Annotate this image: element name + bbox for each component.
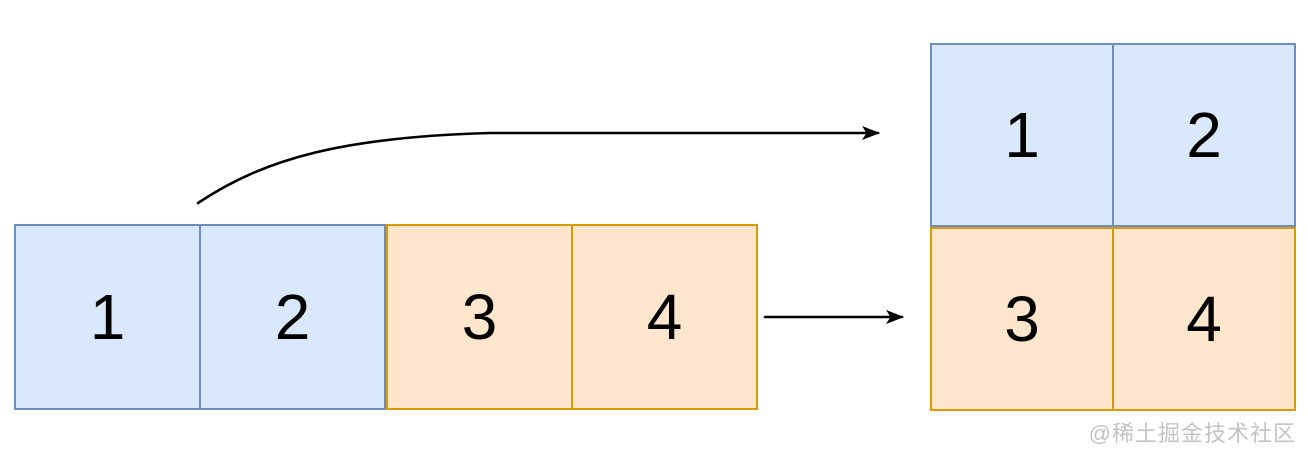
target-matrix-grid: 1 2 3 4 xyxy=(930,43,1296,411)
target-cell-3-label: 3 xyxy=(1004,283,1040,355)
target-grid-row-bottom: 3 4 xyxy=(930,227,1296,411)
watermark: @稀土掘金技术社区 xyxy=(1088,421,1296,446)
target-cell-3: 3 xyxy=(930,227,1114,411)
source-cell-2-label: 2 xyxy=(274,281,311,353)
source-cell-3-label: 3 xyxy=(461,281,498,353)
source-cell-1: 1 xyxy=(14,224,201,410)
target-cell-4: 4 xyxy=(1112,227,1296,411)
source-cell-3: 3 xyxy=(386,224,573,410)
source-cell-2: 2 xyxy=(199,224,386,410)
source-array-row: 1 2 3 4 xyxy=(14,224,758,410)
target-cell-1: 1 xyxy=(930,43,1114,227)
target-grid-row-top: 1 2 xyxy=(930,43,1296,227)
target-cell-4-label: 4 xyxy=(1186,283,1222,355)
source-cell-4: 4 xyxy=(571,224,758,410)
source-cell-4-label: 4 xyxy=(646,281,683,353)
target-cell-1-label: 1 xyxy=(1004,99,1040,171)
target-cell-2-label: 2 xyxy=(1186,99,1222,171)
curved-arrow xyxy=(196,126,880,205)
source-cell-1-label: 1 xyxy=(89,281,126,353)
target-cell-2: 2 xyxy=(1112,43,1296,227)
